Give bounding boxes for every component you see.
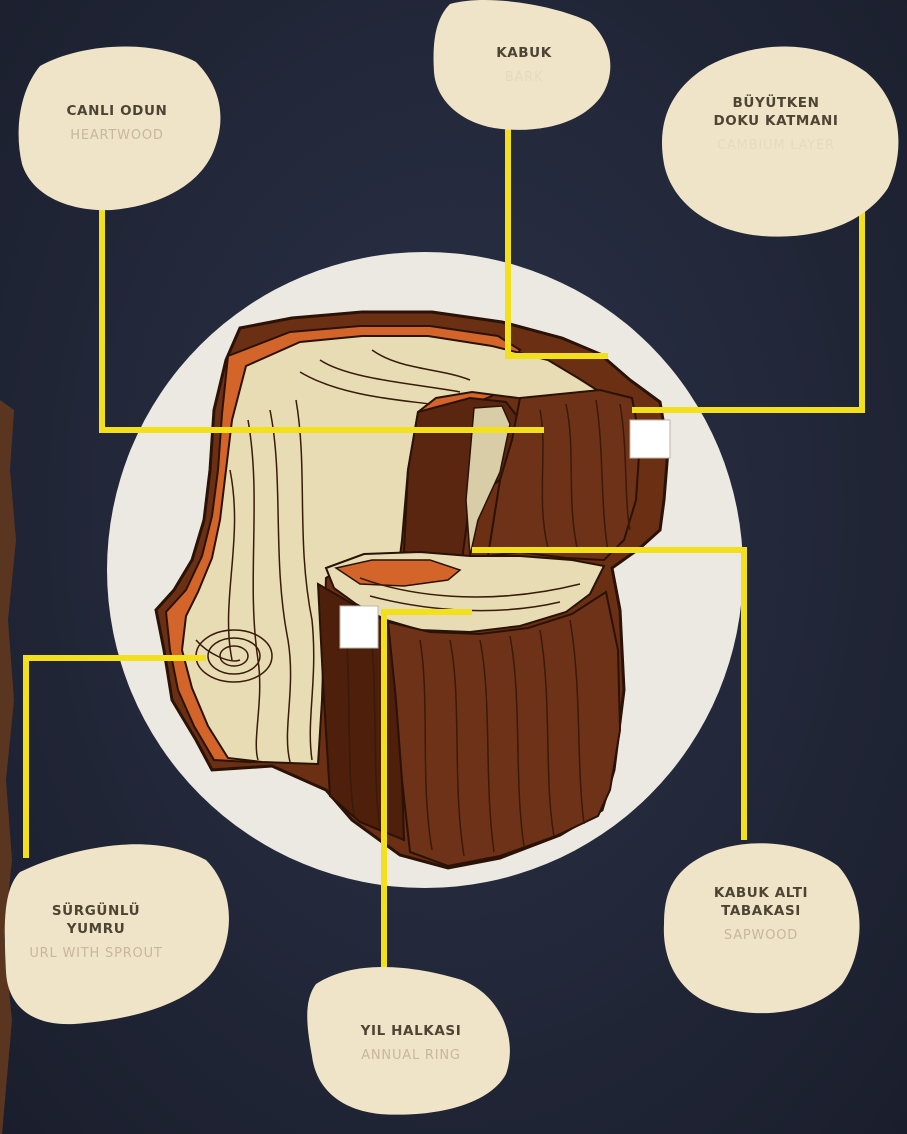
sapwood-en: SAPWOOD bbox=[676, 927, 846, 945]
label-burl: SÜRGÜNLÜ YUMRU URL WITH SPROUT bbox=[6, 902, 186, 963]
label-heartwood: CANLI ODUN HEARTWOOD bbox=[34, 102, 200, 145]
label-cambium: BÜYÜTKEN DOKU KATMANI CAMBIUM LAYER bbox=[676, 94, 876, 155]
side-trunk bbox=[0, 400, 16, 1134]
annual-ring-en: ANNUAL RING bbox=[326, 1047, 496, 1065]
marker-annual-ring bbox=[340, 606, 378, 648]
label-bark: KABUK BARK bbox=[444, 44, 604, 87]
heartwood-en: HEARTWOOD bbox=[34, 127, 200, 145]
annual-ring-tr: YIL HALKASI bbox=[326, 1022, 496, 1040]
sapwood-tr-2: TABAKASI bbox=[676, 902, 846, 920]
label-annual-ring: YIL HALKASI ANNUAL RING bbox=[326, 1022, 496, 1065]
cambium-en: CAMBIUM LAYER bbox=[676, 137, 876, 155]
bark-tr: KABUK bbox=[444, 44, 604, 62]
bark-en: BARK bbox=[444, 69, 604, 87]
cambium-tr-2: DOKU KATMANI bbox=[676, 112, 876, 130]
label-sapwood: KABUK ALTI TABAKASI SAPWOOD bbox=[676, 884, 846, 945]
cambium-tr-1: BÜYÜTKEN bbox=[676, 94, 876, 112]
burl-en: URL WITH SPROUT bbox=[6, 945, 186, 963]
heartwood-tr: CANLI ODUN bbox=[34, 102, 200, 120]
sapwood-tr-1: KABUK ALTI bbox=[676, 884, 846, 902]
burl-tr-1: SÜRGÜNLÜ bbox=[6, 902, 186, 920]
burl-tr-2: YUMRU bbox=[6, 920, 186, 938]
marker-cambium bbox=[630, 420, 670, 458]
